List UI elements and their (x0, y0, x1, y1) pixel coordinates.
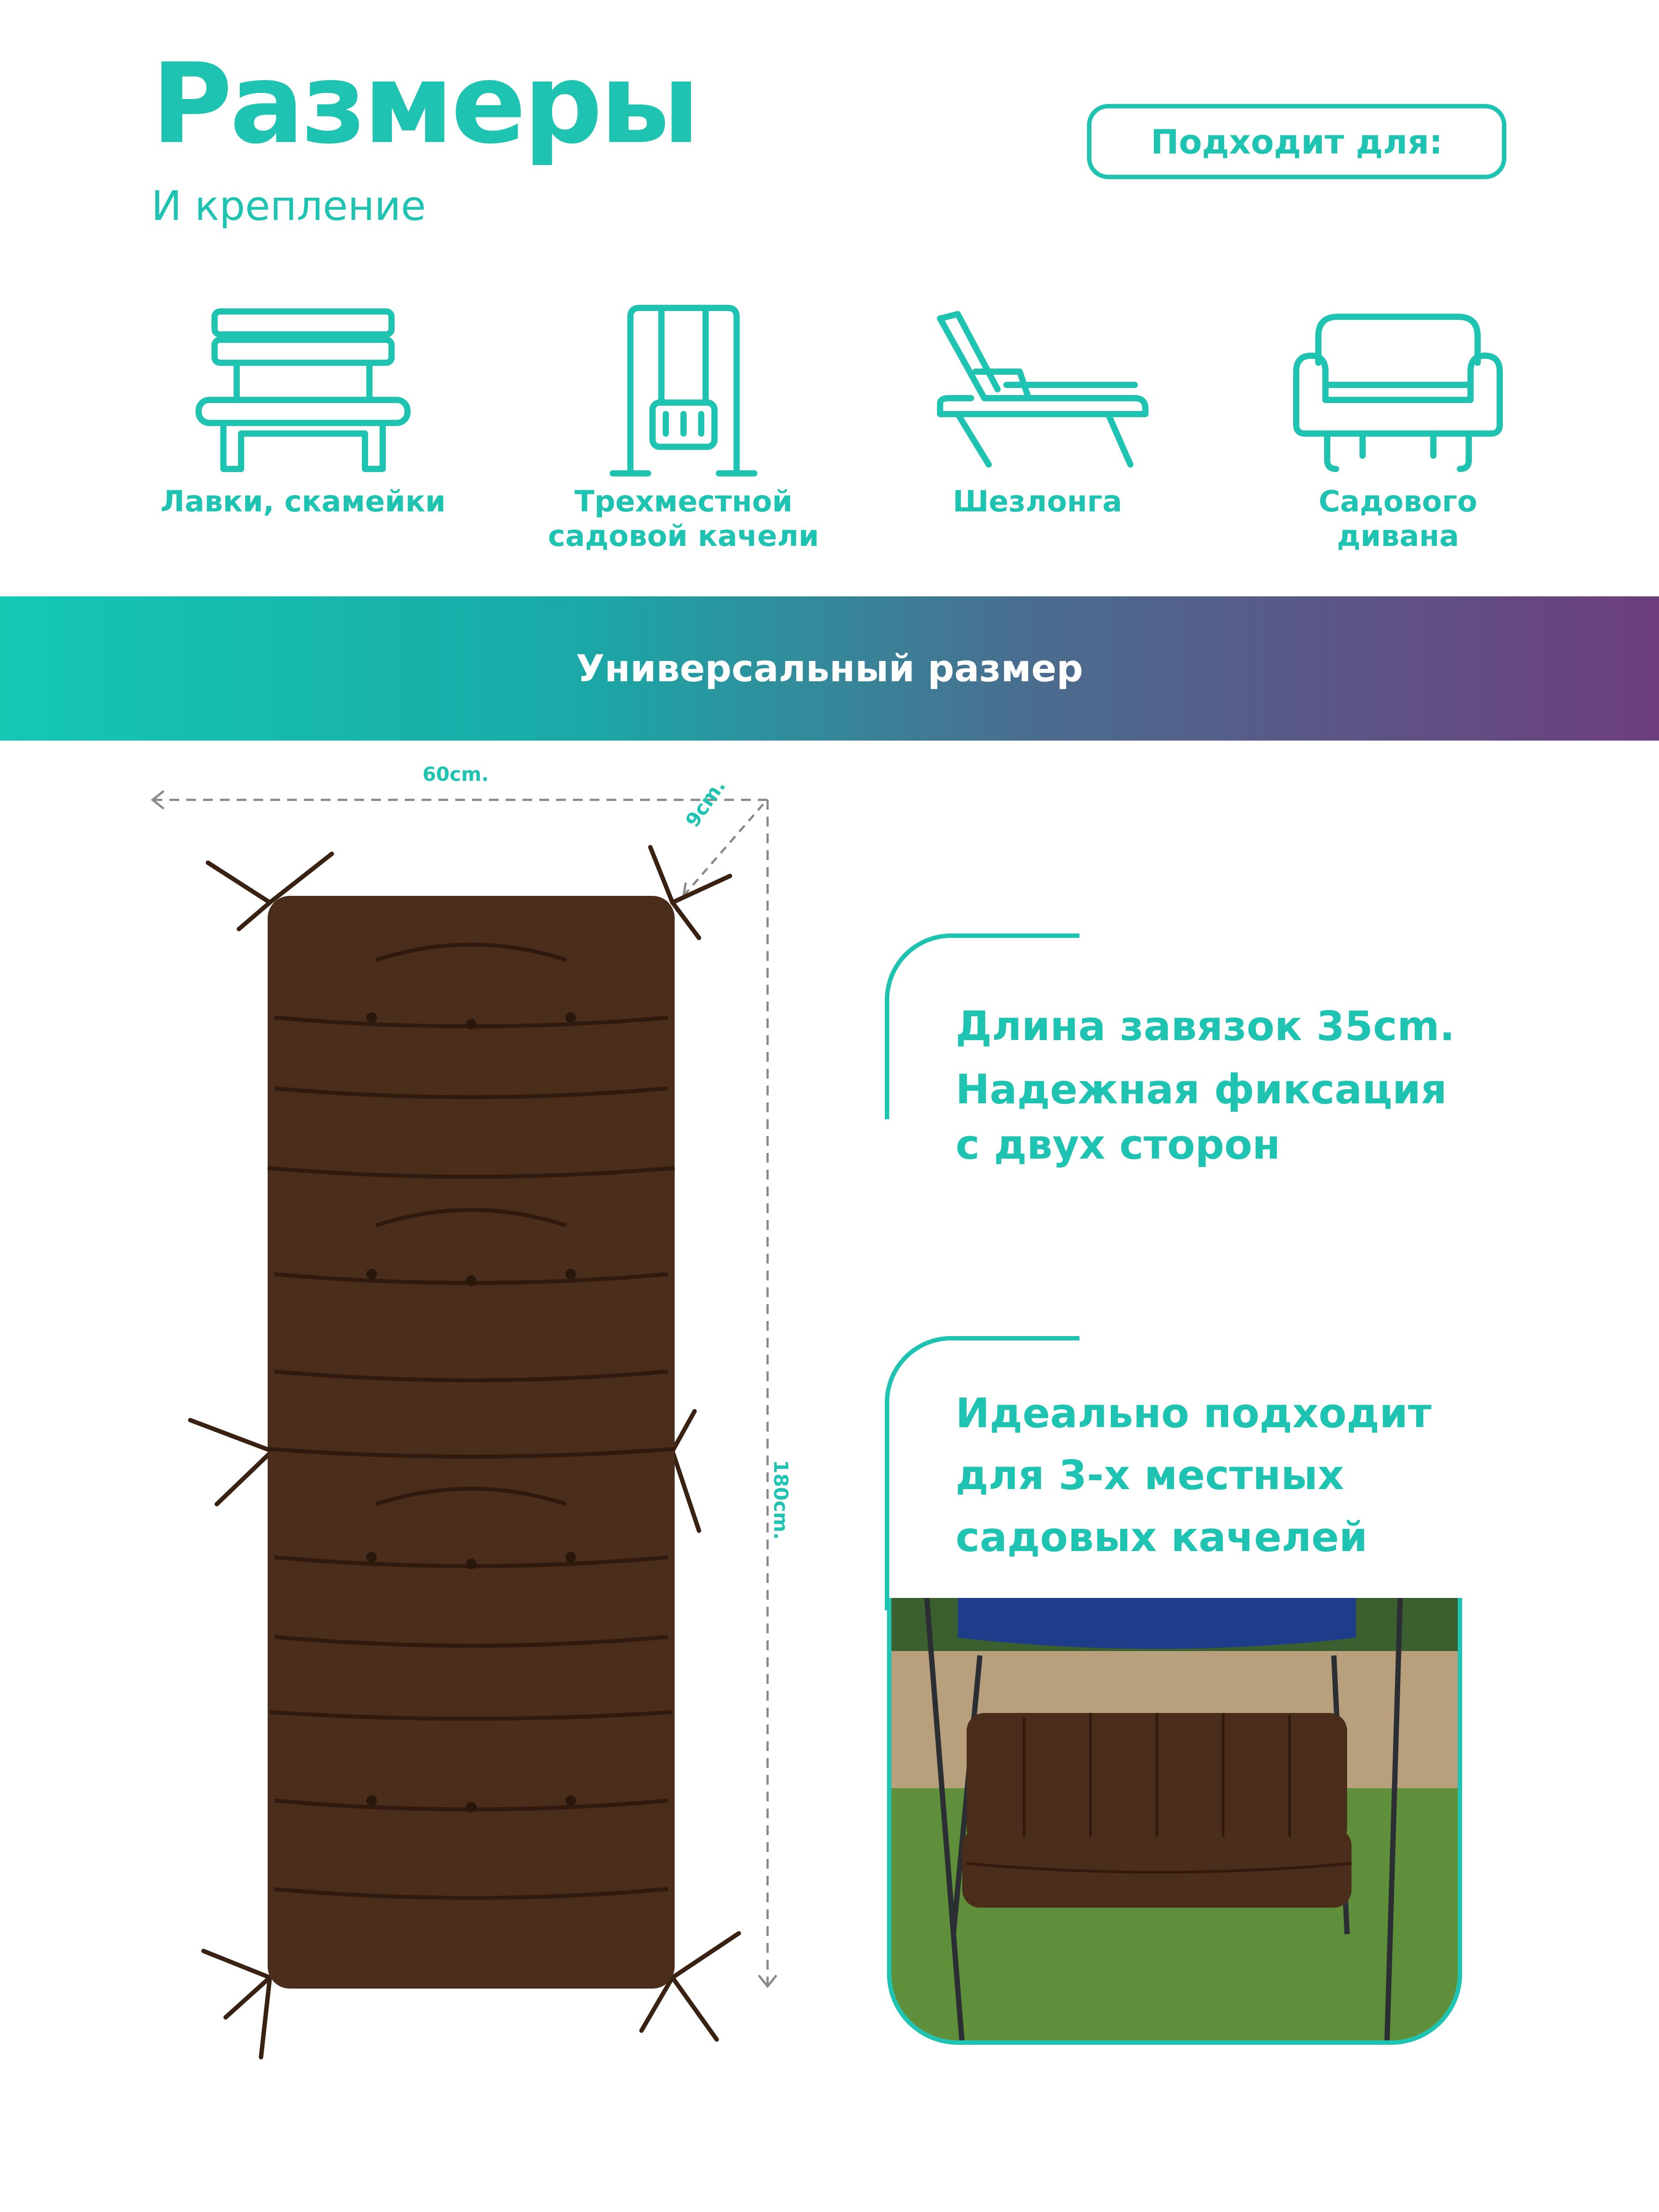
suitable-for-badge: Подходит для: (1087, 104, 1506, 179)
sofa-label: Садового дивана (1318, 484, 1478, 553)
bench-label: Лавки, скамейки (160, 484, 446, 518)
width-dimension-label: 60cm. (422, 763, 489, 786)
lounger-label: Шезлонга (952, 484, 1122, 518)
page-subtitle: И крепление (151, 182, 426, 230)
lounger-icon (896, 301, 1179, 478)
swing-label: Трехместной садовой качели (548, 484, 819, 553)
feature-card-frame (885, 1336, 1079, 1610)
universal-size-banner: Универсальный размер (0, 596, 1659, 741)
bench-icon (161, 301, 445, 478)
swing-photo (887, 1598, 1462, 2045)
banner-text: Универсальный размер (576, 647, 1083, 690)
page-title: Размеры (151, 39, 700, 168)
swing-fit-text: Идеально подходит для 3-х местных садовы… (956, 1390, 1432, 1561)
length-dimension-label: 180cm. (769, 1460, 792, 1540)
cushion-image (188, 845, 741, 2059)
sofa-icon (1256, 301, 1540, 478)
feature-card-frame (885, 933, 1079, 1119)
ties-length-text: Длина завязок 35cm. (956, 1002, 1455, 1050)
fixation-text: Надежная фиксация с двух сторон (956, 1066, 1447, 1169)
swing-icon (542, 301, 825, 478)
